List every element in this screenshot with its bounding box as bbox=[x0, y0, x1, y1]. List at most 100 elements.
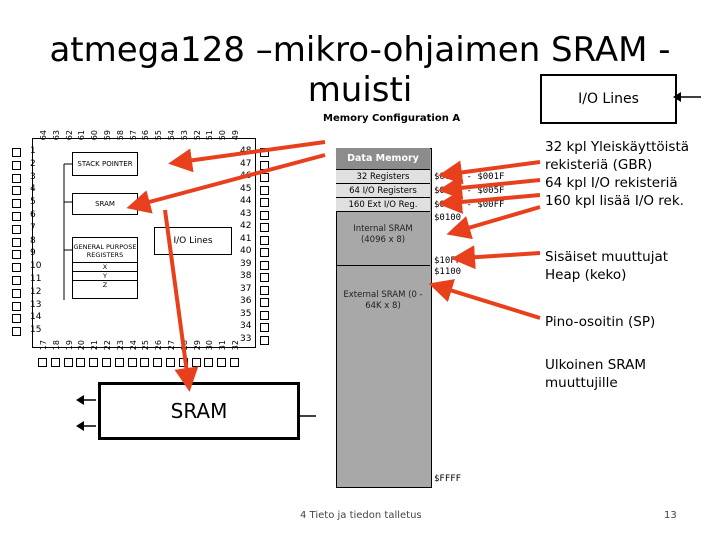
sram-block-arrows bbox=[76, 395, 316, 431]
chip-left-pin-label: 3 bbox=[30, 171, 36, 182]
memory-row-ext-io: 160 Ext I/O Reg. bbox=[336, 198, 430, 212]
chip-left-pin-pad bbox=[12, 276, 21, 285]
chip-left-pin-label: 11 bbox=[30, 274, 42, 284]
chip-right-pin-label: 33 bbox=[240, 333, 252, 344]
chip-bottom-pin-pad bbox=[140, 358, 150, 367]
arrow-to-registers-2 bbox=[438, 175, 541, 200]
chip-right-pin-pad bbox=[260, 235, 269, 245]
chip-right-pin-pad bbox=[260, 310, 269, 320]
chip-right-pin-pad bbox=[260, 323, 269, 332]
chip-right-pin-pad bbox=[260, 210, 269, 220]
addr-5: $1100 bbox=[434, 267, 462, 277]
gpr-block: GENERAL PURPOSE REGISTERS X Y Z bbox=[72, 237, 138, 299]
chip-right-pin-label: 41 bbox=[240, 233, 252, 244]
chip-left-pin-pad bbox=[12, 148, 21, 157]
chip-bottom-pin-pad bbox=[127, 358, 137, 367]
sram-big-block: SRAM bbox=[98, 382, 300, 440]
io-lines-box: I/O Lines bbox=[540, 74, 677, 124]
chip-left-pin-pad bbox=[12, 327, 21, 337]
chip-right-pin-label: 43 bbox=[240, 208, 252, 219]
chip-left-pin-label: 7 bbox=[30, 222, 36, 233]
chip-bottom-pin-pad bbox=[76, 358, 86, 367]
arrow-to-chip-sram bbox=[126, 153, 326, 214]
footer-left: 4 Tieto ja tiedon talletus bbox=[300, 510, 422, 521]
chip-left-pin-label: 5 bbox=[30, 197, 36, 208]
chip-left-pin-pad bbox=[12, 212, 21, 221]
chip-sram-block: SRAM bbox=[72, 193, 138, 215]
chip-left-pin-label: 13 bbox=[30, 299, 42, 310]
chip-bottom-pin-pad bbox=[166, 358, 175, 367]
chip-left-pin-label: 14 bbox=[30, 312, 42, 323]
memory-header: Data Memory bbox=[336, 148, 430, 170]
chip-right-pin-pad bbox=[260, 185, 269, 195]
page-title: atmega128 –mikro-ohjaimen SRAM - muisti bbox=[49, 30, 671, 110]
chip-right-pin-label: 36 bbox=[240, 296, 252, 306]
chip-right-pin-pad bbox=[260, 173, 269, 182]
arrow-to-1100 bbox=[428, 279, 541, 320]
addr-2: $0060 - $00FF bbox=[434, 200, 505, 210]
arrow-to-registers-3 bbox=[438, 189, 541, 214]
chip-bottom-pin-pad bbox=[204, 358, 214, 367]
chip-right-pin-pad bbox=[260, 160, 269, 170]
arrow-to-internal bbox=[446, 205, 541, 240]
chip-right-pin-label: 45 bbox=[240, 183, 252, 194]
addr-6: $FFFF bbox=[434, 474, 462, 484]
chip-right-pin-label: 35 bbox=[240, 308, 252, 319]
chip-right-pin-pad bbox=[260, 298, 269, 307]
chip-right-pin-pad bbox=[260, 248, 269, 257]
chip-bottom-pin-pad bbox=[38, 358, 47, 367]
stack-pointer-block: STACK POINTER bbox=[72, 152, 138, 176]
chip-left-pin-pad bbox=[12, 250, 21, 260]
chip-bottom-pin-pad bbox=[217, 358, 227, 367]
chip-left-pin-pad bbox=[12, 186, 21, 196]
chip-bottom-pin-pad bbox=[153, 358, 163, 367]
chip-right-pin-label: 44 bbox=[240, 196, 252, 206]
chip-left-pin-pad bbox=[12, 301, 21, 311]
chip-bottom-pin-pad bbox=[50, 358, 60, 367]
chip-left-pin-pad bbox=[12, 160, 21, 170]
chip-bottom-pin-pad bbox=[102, 358, 111, 367]
chip-left-pin-label: 15 bbox=[30, 325, 42, 336]
chip-left-pin-label: 9 bbox=[30, 248, 36, 259]
addr-0: $0000 - $001F bbox=[434, 172, 505, 182]
chip-left-pin-label: 6 bbox=[30, 210, 36, 220]
chip-left-pin-label: 4 bbox=[30, 184, 36, 195]
chip-right-pin-pad bbox=[260, 260, 269, 270]
footer-page-number: 13 bbox=[664, 510, 677, 521]
chip-left-pin-label: 1 bbox=[30, 146, 36, 156]
chip-connector-lines bbox=[63, 163, 72, 300]
chip-bottom-pin-pad bbox=[89, 358, 99, 367]
desc-external: Ulkoinen SRAM muuttujille bbox=[545, 357, 646, 391]
chip-right-pin-pad bbox=[260, 335, 269, 345]
addr-4: $10FF bbox=[434, 256, 462, 266]
chip-bottom-pin-pad bbox=[114, 358, 124, 367]
chip-bottom-pin-pad bbox=[230, 358, 239, 367]
chip-left-pin-pad bbox=[12, 237, 21, 247]
memory-row-internal-sram: Internal SRAM (4096 x 8) bbox=[336, 212, 430, 266]
desc-stack: Pino-osoitin (SP) bbox=[545, 314, 656, 330]
chip-right-pin-pad bbox=[260, 273, 269, 282]
chip-left-pin-label: 8 bbox=[30, 235, 36, 246]
arrow-to-10ff bbox=[451, 245, 541, 270]
chip-right-pin-label: 39 bbox=[240, 258, 252, 269]
arrow-down-to-sram bbox=[163, 209, 199, 392]
chip-left-pin-label: 2 bbox=[30, 158, 36, 169]
desc-internal: Sisäiset muuttujat Heap (keko) bbox=[545, 249, 669, 283]
chip-right-pin-label: 47 bbox=[240, 158, 252, 169]
chip-bottom-pin-pad bbox=[63, 358, 73, 367]
io-lines-arrow-icon bbox=[673, 92, 701, 102]
chip-left-pin-label: 10 bbox=[30, 261, 42, 272]
desc-registers: 32 kpl Yleiskäyttöistä rekisteriä (GBR) … bbox=[545, 139, 690, 209]
chip-right-pin-label: 40 bbox=[240, 246, 252, 256]
chip-right-pin-label: 37 bbox=[240, 283, 252, 294]
arrow-to-stack-pointer bbox=[168, 140, 326, 173]
chip-right-pin-label: 38 bbox=[240, 271, 252, 281]
memory-row-registers: 32 Registers bbox=[336, 170, 430, 184]
memory-config-label: Memory Configuration A bbox=[323, 113, 461, 124]
chip-left-pin-pad bbox=[12, 199, 21, 209]
memory-row-io-registers: 64 I/O Registers bbox=[336, 184, 430, 198]
chip-right-pin-label: 42 bbox=[240, 221, 252, 231]
memory-row-external-sram: External SRAM (0 - 64K x 8) bbox=[343, 290, 423, 311]
chip-right-pin-pad bbox=[260, 285, 269, 295]
